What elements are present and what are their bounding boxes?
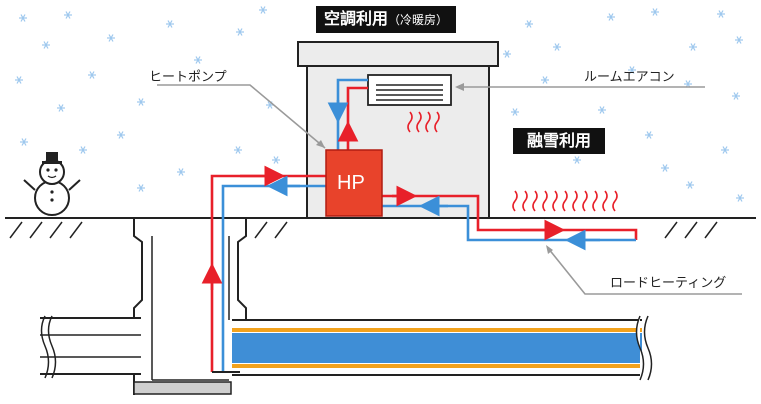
callout-leaders — [157, 84, 742, 295]
heat-wave-icon — [407, 111, 440, 133]
aircon-use-subtitle: （冷暖房） — [388, 13, 449, 27]
aircon-loop-pipe — [327, 78, 368, 150]
ground-heat-exchanger-pipe — [40, 315, 653, 381]
snowman-icon — [23, 152, 81, 216]
callout-arrow — [455, 83, 464, 91]
room-aircon-label: ルームエアコン — [584, 70, 675, 85]
callout-arrow — [546, 245, 553, 254]
road-heating-label: ロードヒーティング — [610, 276, 727, 291]
heat-pump-label: ヒートポンプ — [149, 70, 227, 85]
aircon-use-title: 空調利用 — [324, 9, 389, 28]
air-conditioner-icon — [367, 74, 452, 106]
ground-loop-pipe — [201, 165, 326, 373]
heat-pump-unit — [325, 149, 383, 217]
ground-shaft — [133, 218, 247, 395]
road-heating-pipe — [382, 185, 638, 251]
heat-pump-unit-label: HP — [337, 172, 365, 194]
callout-arrow — [316, 140, 325, 148]
snow-melt-use-label: 融雪利用 — [513, 128, 606, 154]
ground-surface — [5, 217, 756, 239]
aircon-use-label: 空調利用（冷暖房） — [316, 6, 457, 33]
heat-wave-icon — [512, 190, 618, 212]
